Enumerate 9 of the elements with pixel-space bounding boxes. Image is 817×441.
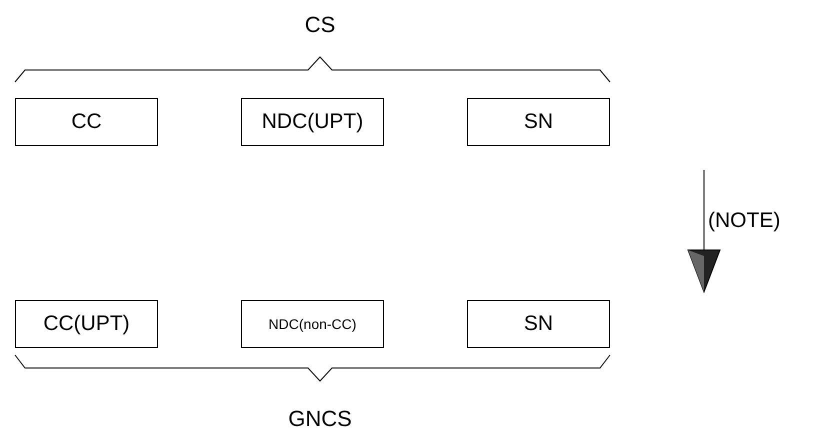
process-box: NDC(UPT): [241, 98, 384, 146]
label: CS: [304, 11, 336, 39]
label: (NOTE): [708, 208, 780, 234]
process-box: SN: [467, 98, 610, 146]
label: GNCS: [287, 405, 353, 433]
process-box: CC: [15, 98, 158, 146]
process-box: NDC(non-CC): [241, 300, 384, 348]
process-box: CC(UPT): [15, 300, 158, 348]
process-box: SN: [467, 300, 610, 348]
